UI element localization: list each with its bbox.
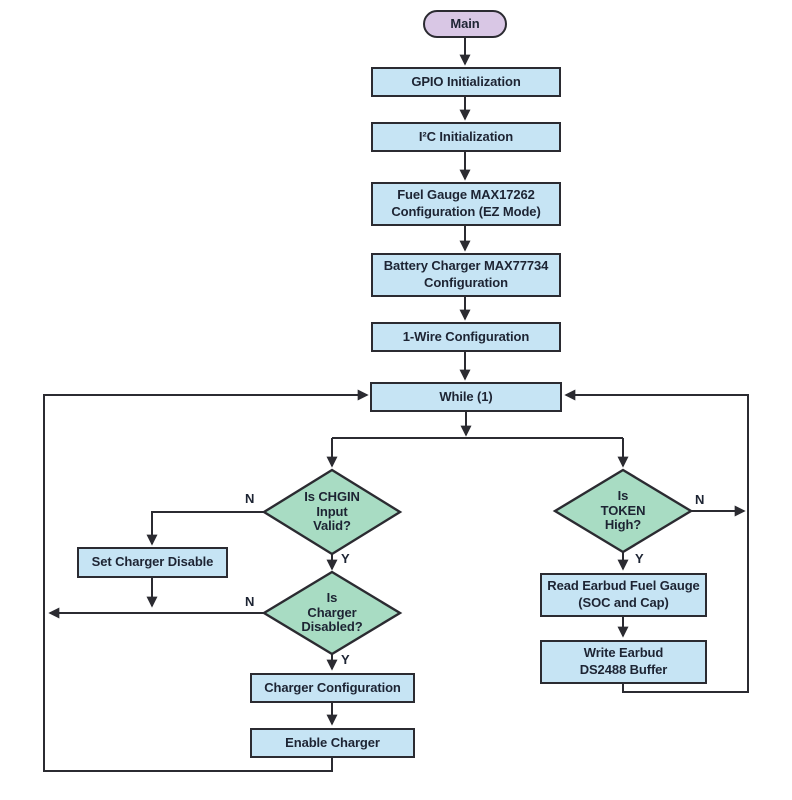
process-write-earbud-line2: DS2488 Buffer xyxy=(579,662,668,677)
process-write-earbud-line1: Write Earbud xyxy=(583,645,664,661)
decision-token-line3: High? xyxy=(604,517,642,533)
terminal-main-label: Main xyxy=(450,15,480,31)
process-battery-charger-config-line2: Configuration xyxy=(424,275,508,290)
process-write-earbud-buffer: Write Earbud DS2488 Buffer xyxy=(540,640,707,684)
edge-label-chgin-yes: Y xyxy=(341,551,350,566)
process-while-loop: While (1) xyxy=(370,382,562,412)
decision-chgin-line1: Is CHGIN xyxy=(304,488,360,504)
decision-charger-disabled-label: Is Charger Disabled? xyxy=(267,572,397,654)
decision-disabled-line2: Charger xyxy=(307,604,357,620)
process-gpio-init-label: GPIO Initialization xyxy=(411,73,521,89)
process-fuel-gauge-config-line1: Fuel Gauge MAX17262 xyxy=(397,187,535,203)
edge-write-loop-to-while xyxy=(564,389,749,693)
process-charger-configuration: Charger Configuration xyxy=(250,673,415,703)
decision-chgin-line3: Valid? xyxy=(313,518,351,534)
process-fuel-gauge-config-line2: Configuration (EZ Mode) xyxy=(391,204,541,219)
decision-disabled-line1: Is xyxy=(326,589,338,605)
edge-label-chgin-no: N xyxy=(245,491,255,506)
process-read-earbud-line2: (SOC and Cap) xyxy=(578,595,669,610)
decision-disabled-line3: Disabled? xyxy=(301,619,363,635)
decision-charger-disabled-shape xyxy=(261,570,403,656)
process-read-earbud-line1: Read Earbud Fuel Gauge xyxy=(547,578,700,594)
process-while-loop-label: While (1) xyxy=(439,388,493,404)
process-battery-charger-config-line1: Battery Charger MAX77734 xyxy=(383,258,549,274)
process-set-charger-disable: Set Charger Disable xyxy=(77,547,228,578)
edge-label-token-yes: Y xyxy=(635,551,644,566)
process-i2c-init: I²C Initialization xyxy=(371,122,561,152)
edge-enable-loop-to-while xyxy=(43,389,369,772)
process-gpio-init: GPIO Initialization xyxy=(371,67,561,97)
decision-chgin-line2: Input xyxy=(316,503,348,519)
decision-chgin-valid-label: Is CHGIN Input Valid? xyxy=(267,470,397,554)
decision-token-line2: TOKEN xyxy=(600,502,646,518)
decision-token-high-label: Is TOKEN High? xyxy=(558,470,688,552)
process-i2c-init-label: I²C Initialization xyxy=(418,128,514,144)
process-fuel-gauge-config: Fuel Gauge MAX17262 Configuration (EZ Mo… xyxy=(371,182,561,226)
process-charger-configuration-label: Charger Configuration xyxy=(264,679,401,695)
decision-chgin-valid-shape xyxy=(261,468,403,556)
edge-label-token-no: N xyxy=(695,492,705,507)
process-enable-charger-label: Enable Charger xyxy=(285,734,380,750)
process-enable-charger: Enable Charger xyxy=(250,728,415,758)
terminal-main: Main xyxy=(423,10,507,38)
decision-token-line1: Is xyxy=(617,487,629,503)
decision-token-high-shape xyxy=(552,468,694,554)
process-1wire-config: 1-Wire Configuration xyxy=(371,322,561,352)
process-battery-charger-config: Battery Charger MAX77734 Configuration xyxy=(371,253,561,297)
edge-chgin-no-to-setdisable xyxy=(146,511,264,546)
edge-label-charger-disabled-no: N xyxy=(245,594,255,609)
edge-label-charger-disabled-yes: Y xyxy=(341,652,350,667)
process-read-earbud-fuel-gauge: Read Earbud Fuel Gauge (SOC and Cap) xyxy=(540,573,707,617)
process-1wire-config-label: 1-Wire Configuration xyxy=(402,328,530,344)
process-set-charger-disable-label: Set Charger Disable xyxy=(91,554,214,570)
